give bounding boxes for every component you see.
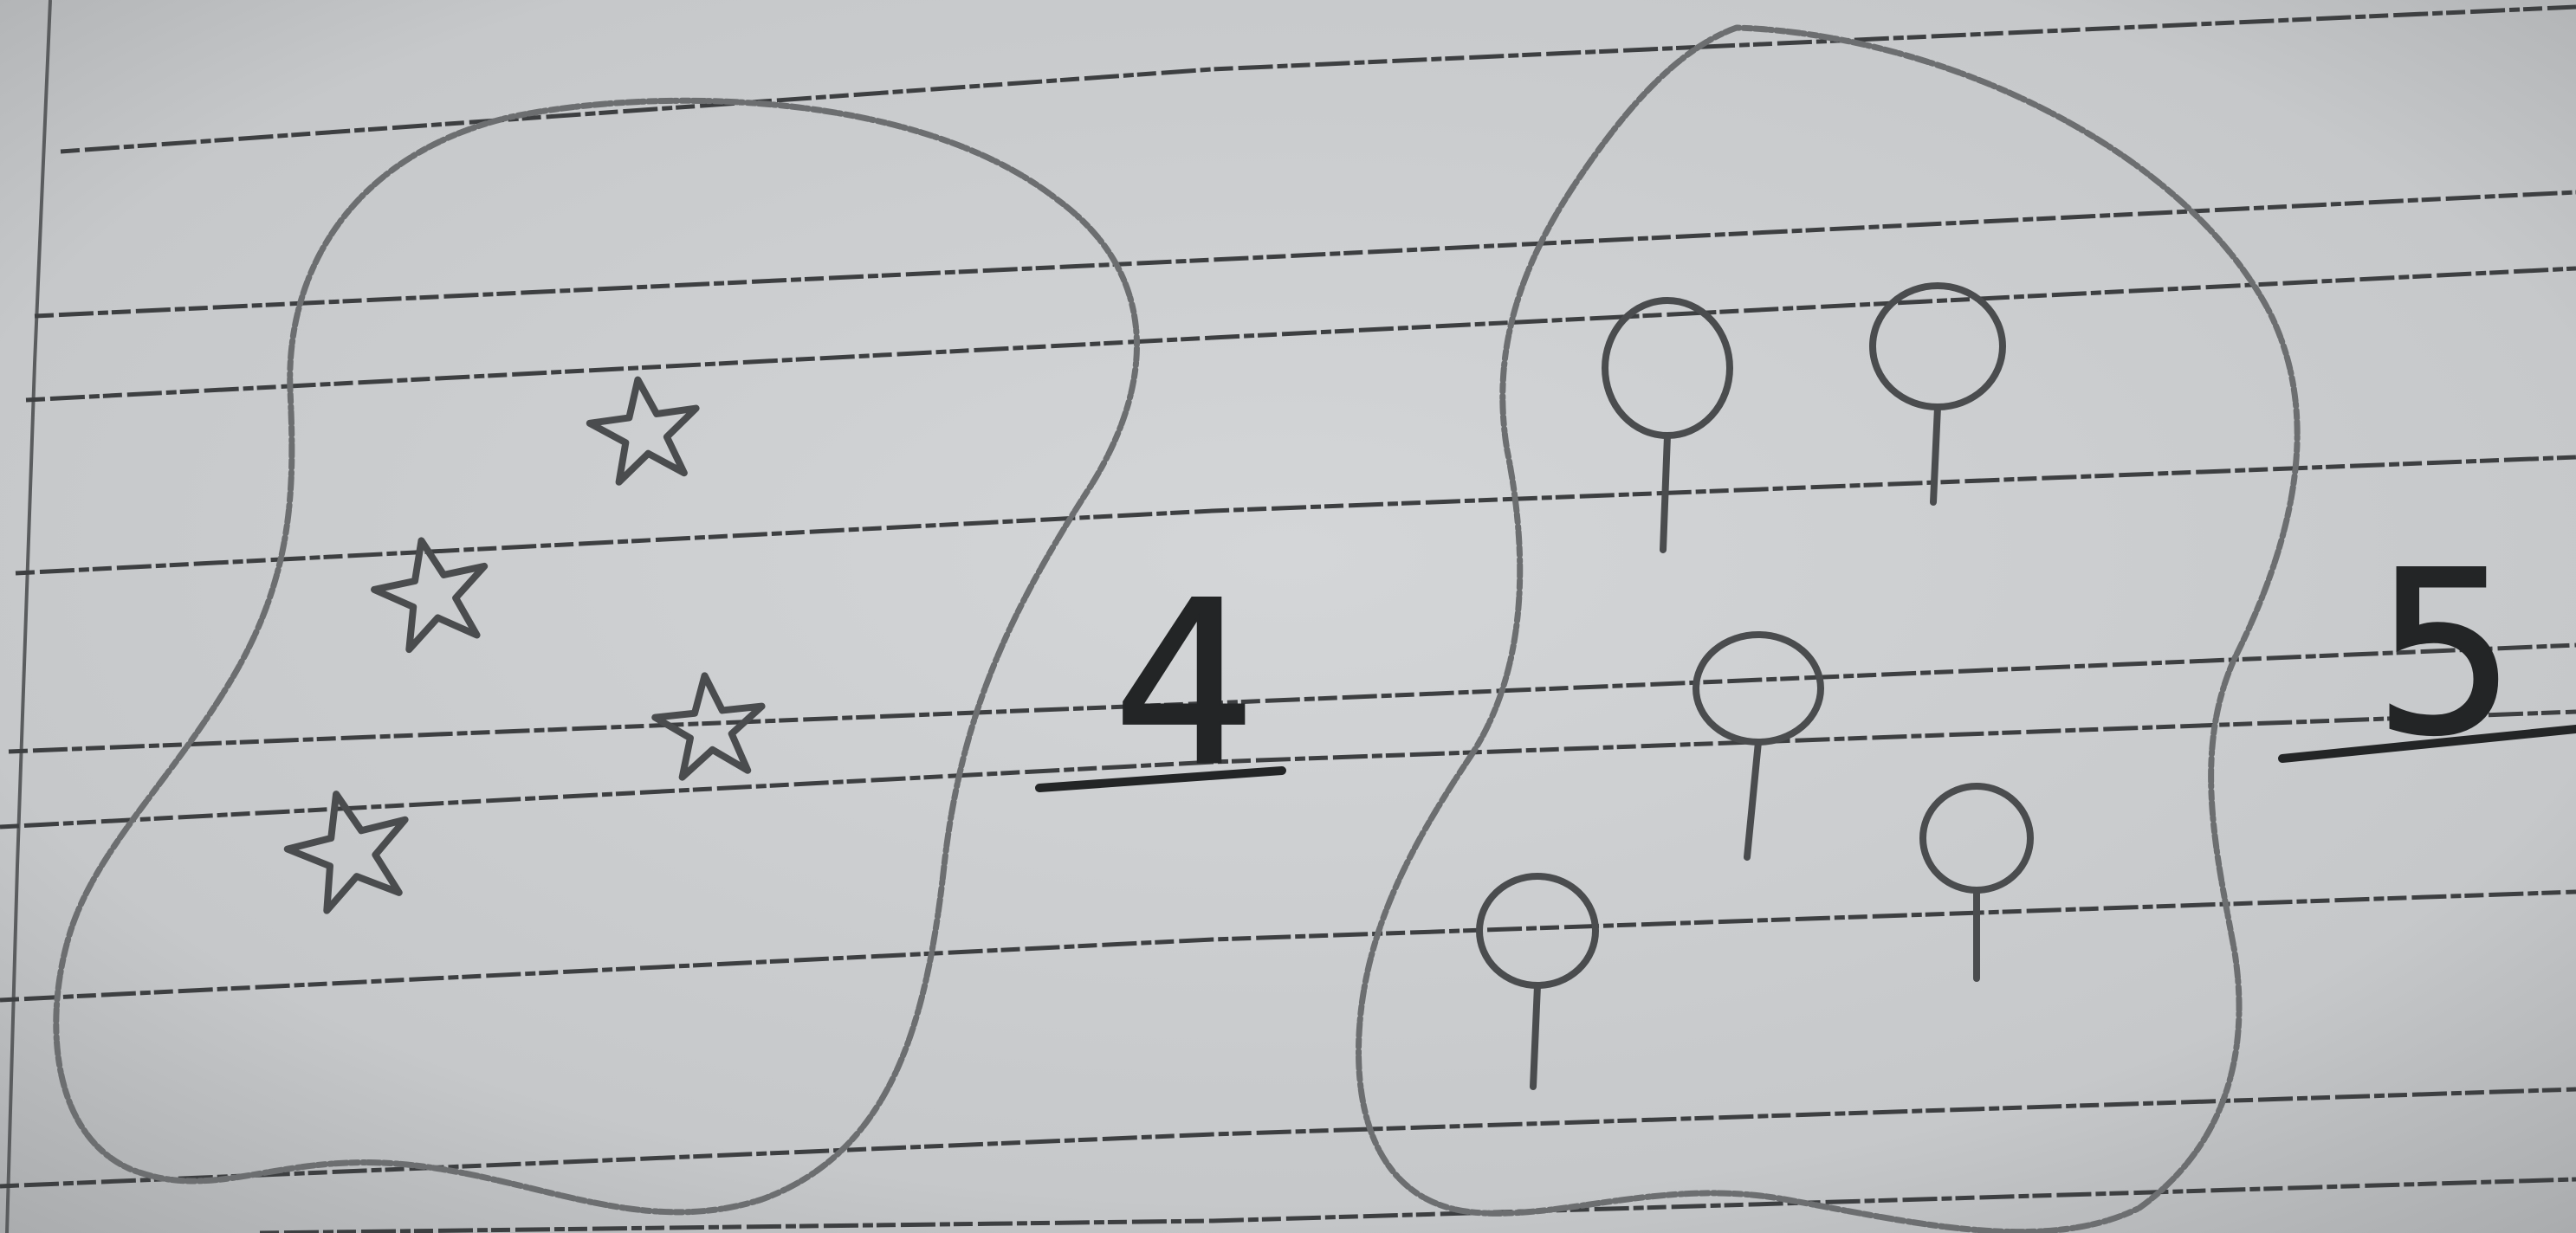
answer-balloons-count: 5 [2373, 524, 2516, 785]
answer-stars-count: 4 [1113, 554, 1256, 816]
